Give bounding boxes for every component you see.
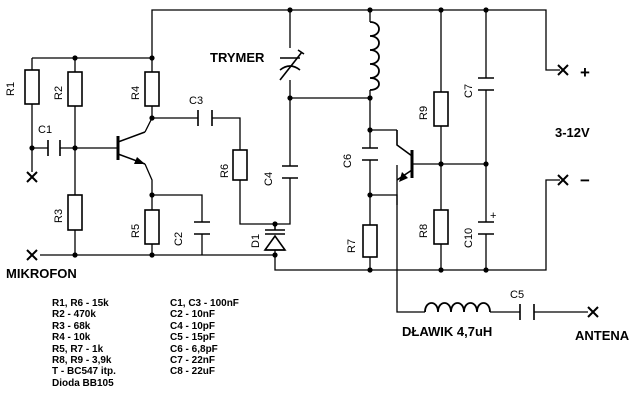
supply-voltage-label: 3-12V — [555, 125, 590, 140]
label-c3: C3 — [189, 95, 203, 107]
resistor-r1 — [24, 69, 40, 105]
parts-list-right-item: C5 - 15pF — [170, 332, 216, 344]
label-r3: R3 — [53, 209, 65, 223]
trimmer-capacitor — [279, 49, 305, 81]
antena-label: ANTENA — [575, 328, 630, 343]
label-r9: R9 — [418, 106, 430, 120]
capacitor-c4 — [282, 165, 298, 179]
wire-inductor — [369, 10, 398, 205]
capacitor-c3 — [197, 110, 213, 126]
emitter-arrow-t2 — [399, 172, 408, 182]
label-r7: R7 — [346, 239, 358, 253]
wire-r6 — [239, 180, 276, 230]
parts-list-right-item: C4 - 10pF — [170, 320, 216, 332]
label-c10: C10 — [463, 228, 475, 248]
terminal-antenna — [587, 306, 599, 318]
label-d1: D1 — [250, 234, 262, 248]
inductor-coil — [369, 21, 380, 91]
parts-list-left-item: R1, R6 - 15k — [52, 298, 109, 309]
label-c1: C1 — [38, 124, 52, 136]
label-c6: C6 — [342, 154, 354, 168]
resistor-r9 — [433, 91, 449, 127]
trymer-label: TRYMER — [210, 50, 265, 65]
resistor-r8 — [433, 209, 449, 245]
label-c2: C2 — [173, 232, 185, 246]
wire-trimmer — [275, 10, 370, 225]
choke-inductor — [424, 302, 491, 313]
capacitor-c10 — [478, 221, 494, 235]
capacitor-c2 — [194, 221, 210, 235]
label-c4: C4 — [263, 172, 275, 186]
parts-list-left-item: Dioda BB105 — [52, 377, 114, 389]
junction-dots — [29, 7, 489, 273]
parts-list-right-item: C6 - 6,8pF — [170, 343, 218, 355]
parts-list-right-item: C1, C3 - 100nF — [170, 298, 239, 309]
parts-list-left-item: R3 - 68k — [52, 320, 91, 332]
terminal-mic-bottom — [26, 249, 38, 261]
polarity-mark: + — [490, 210, 496, 222]
mikrofon-label: MIKROFON — [6, 266, 77, 281]
minus-symbol: − — [580, 171, 590, 190]
resistor-r4 — [144, 71, 160, 107]
parts-list-left-item: T - BC547 itp. — [52, 366, 116, 378]
terminal-plus — [557, 64, 569, 76]
capacitor-c5 — [519, 304, 535, 320]
wire-t2-emitter — [396, 165, 425, 313]
label-c5: C5 — [510, 289, 524, 301]
terminal-mic-top — [26, 171, 38, 183]
capacitor-c1 — [47, 140, 61, 156]
label-r6: R6 — [219, 164, 231, 178]
label-c7: C7 — [463, 84, 475, 98]
label-r1: R1 — [5, 82, 17, 96]
dlawik-label: DŁAWIK 4,7uH — [402, 324, 492, 339]
parts-list-left-item: R4 - 10k — [52, 332, 91, 344]
label-r8: R8 — [418, 224, 430, 238]
resistor-r2 — [67, 71, 83, 107]
capacitor-c6 — [362, 147, 378, 161]
parts-list-right-item: C8 - 22uF — [170, 366, 216, 378]
wire-r9-r8 — [412, 10, 486, 270]
capacitor-c7 — [478, 77, 494, 91]
label-r5: R5 — [130, 224, 142, 238]
wire-r4 — [144, 58, 241, 150]
terminal-minus — [557, 174, 569, 186]
resistor-r5 — [144, 209, 160, 245]
transistor-t2 — [396, 130, 414, 181]
label-r2: R2 — [53, 86, 65, 100]
wire-r1 — [31, 57, 152, 172]
bottom-rail — [40, 179, 560, 271]
parts-list-left-item: R8, R9 - 3,9k — [52, 355, 112, 367]
transistor-t1 — [116, 131, 146, 165]
varicap-diode-d1 — [263, 229, 287, 251]
parts-list-right-item: C2 - 10nF — [170, 309, 216, 321]
resistor-r6 — [232, 149, 248, 181]
plus-symbol: + — [580, 63, 590, 82]
parts-list-right-item: C7 - 22nF — [170, 355, 216, 367]
label-r4: R4 — [130, 86, 142, 100]
parts-list-left-item: R5, R7 - 1k — [52, 343, 104, 355]
parts-list-left-item: R2 - 470k — [52, 309, 96, 321]
resistor-r3 — [67, 194, 83, 231]
resistor-r7 — [362, 224, 378, 258]
emitter-arrow-t1 — [134, 157, 145, 164]
top-rail — [151, 9, 560, 71]
